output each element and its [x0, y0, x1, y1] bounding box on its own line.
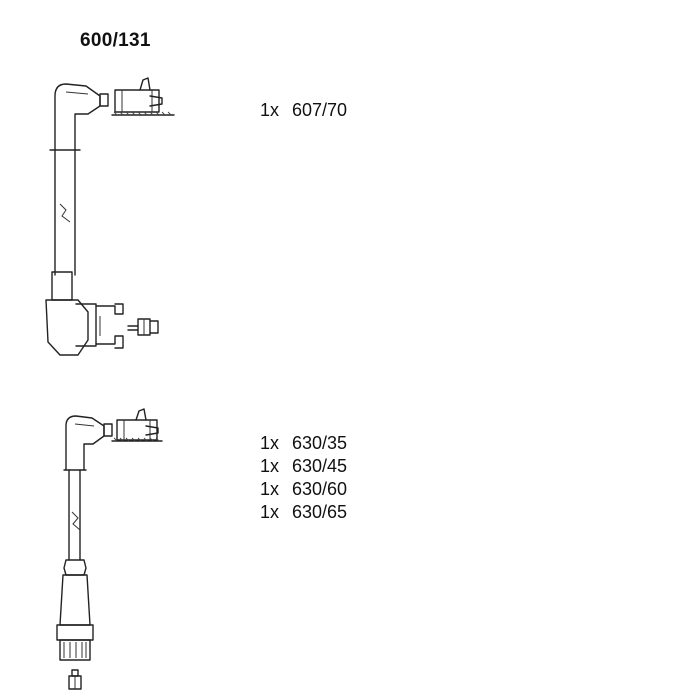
straight-spark-plug-boot — [56, 559, 94, 661]
ignition-lead-607-70 — [45, 77, 175, 356]
ignition-lead-630-series — [56, 408, 163, 690]
terminal-connector — [111, 408, 163, 442]
part-number: 630/60 — [292, 479, 348, 499]
angled-spark-plug-boot — [65, 415, 113, 471]
part-qty: 1x — [260, 100, 280, 120]
part-line-630-65: 1x 630/65 — [250, 481, 347, 523]
part-number: 630/65 — [292, 502, 348, 522]
part-qty: 1x — [260, 502, 280, 522]
part-number: 630/35 — [292, 433, 348, 453]
part-qty: 1x — [260, 456, 280, 476]
part-qty: 1x — [260, 433, 280, 453]
ignition-cable — [49, 149, 81, 276]
terminal-nut-icon — [127, 318, 159, 336]
ignition-cable — [63, 469, 87, 561]
part-line-630-45: 1x 630/45 — [250, 435, 347, 477]
coil-connector-boot — [45, 271, 124, 356]
terminal-connector — [111, 77, 175, 116]
diagram-title: 600/131 — [80, 30, 151, 51]
part-line-630-60: 1x 630/60 — [250, 458, 347, 500]
angled-spark-plug-boot — [54, 83, 109, 151]
part-number: 607/70 — [292, 100, 348, 120]
terminal-nut-icon — [68, 669, 82, 690]
part-number: 630/45 — [292, 456, 348, 476]
part-line-630-35: 1x 630/35 — [250, 412, 347, 454]
part-qty: 1x — [260, 479, 280, 499]
part-line-607-70: 1x 607/70 — [250, 79, 347, 121]
